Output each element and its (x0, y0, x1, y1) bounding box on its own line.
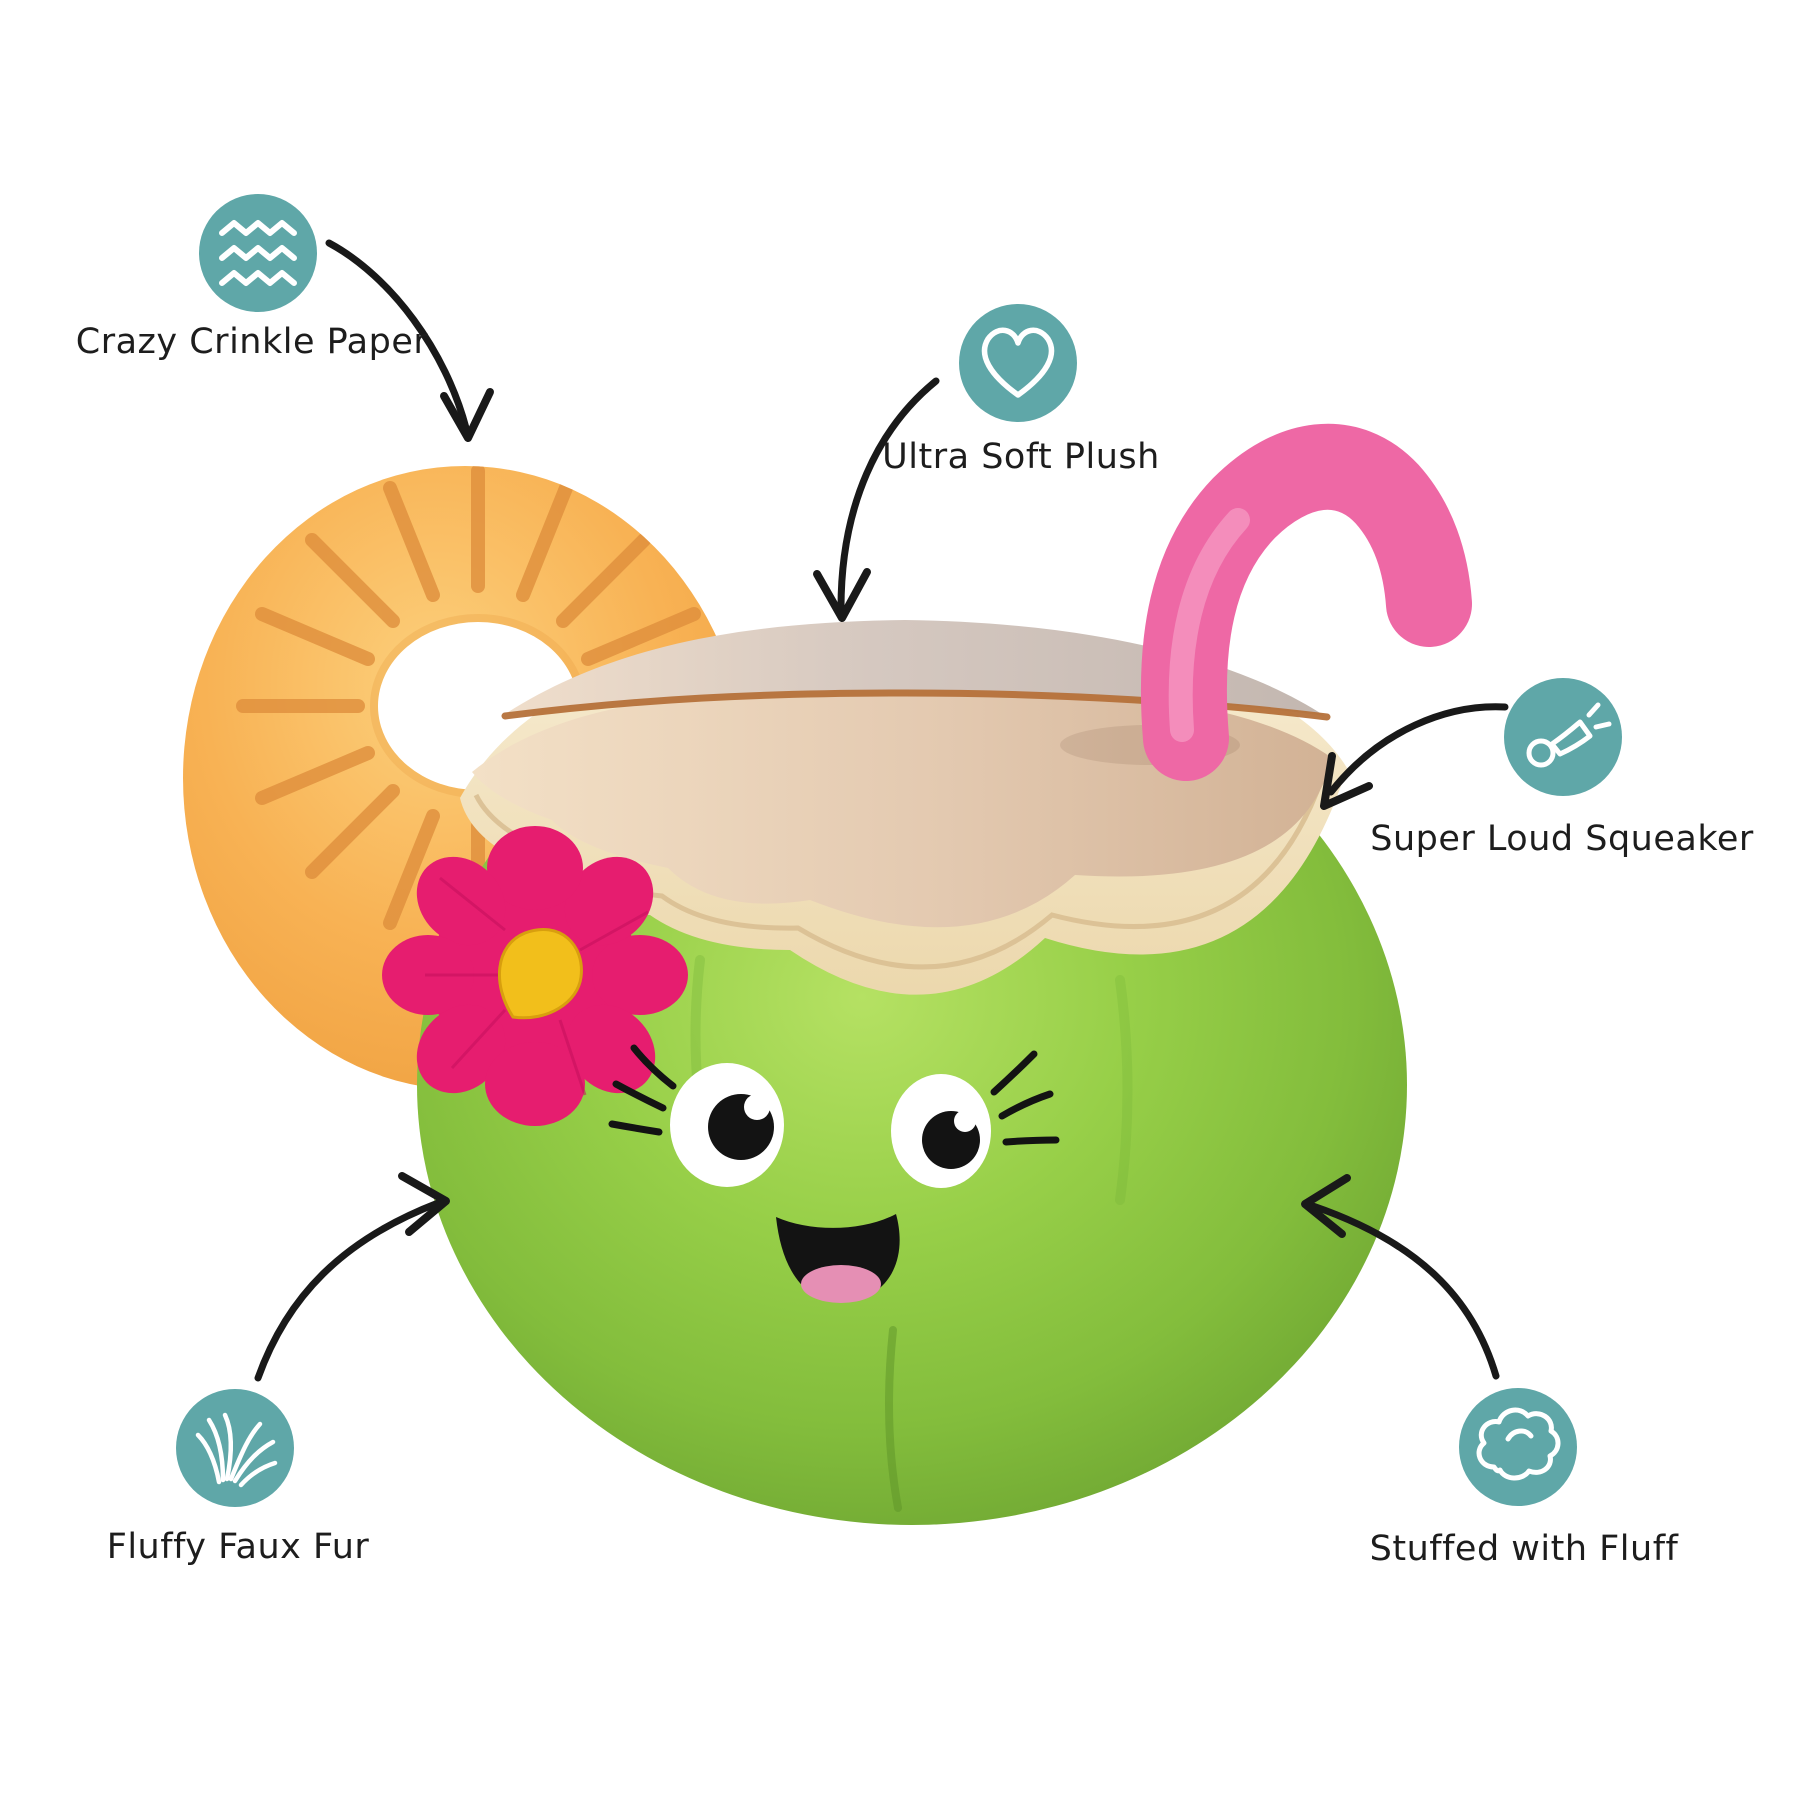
callout-label: Ultra Soft Plush (882, 437, 1160, 477)
arrow-ultra-soft-plush (813, 377, 940, 622)
eyelashes (608, 1044, 1060, 1146)
arrow-super-loud-squeaker (1320, 703, 1509, 810)
husk-cap (460, 620, 1347, 995)
husk-top-surface (505, 620, 1325, 716)
husk-peach-face (472, 686, 1332, 928)
mouth (776, 1214, 900, 1303)
arrow-fluffy-faux-fur (254, 1172, 450, 1382)
callout-label: Super Loud Squeaker (1370, 819, 1754, 859)
left-eye (670, 1063, 784, 1187)
annotation-arrows (254, 239, 1509, 1382)
hibiscus-flower (382, 826, 688, 1126)
arrow-stuffed-with-fluff (1301, 1174, 1500, 1380)
tongue (801, 1265, 881, 1303)
squeaker-horn-icon (1504, 678, 1622, 796)
pink-straw (1060, 423, 1472, 781)
flower-yellow-center (498, 927, 583, 1020)
embroidered-face (608, 1044, 1060, 1303)
callout-label: Stuffed with Fluff (1369, 1529, 1679, 1569)
callout-label: Crazy Crinkle Paper (75, 322, 429, 362)
arrow-crinkle-paper (325, 239, 494, 442)
right-eye (891, 1074, 991, 1188)
callout-label: Fluffy Faux Fur (106, 1527, 370, 1567)
faux-fur-icon (176, 1389, 294, 1507)
heart-icon (959, 304, 1077, 422)
crinkle-paper-icon (199, 194, 317, 312)
stuffing-fluff-icon (1459, 1388, 1577, 1506)
